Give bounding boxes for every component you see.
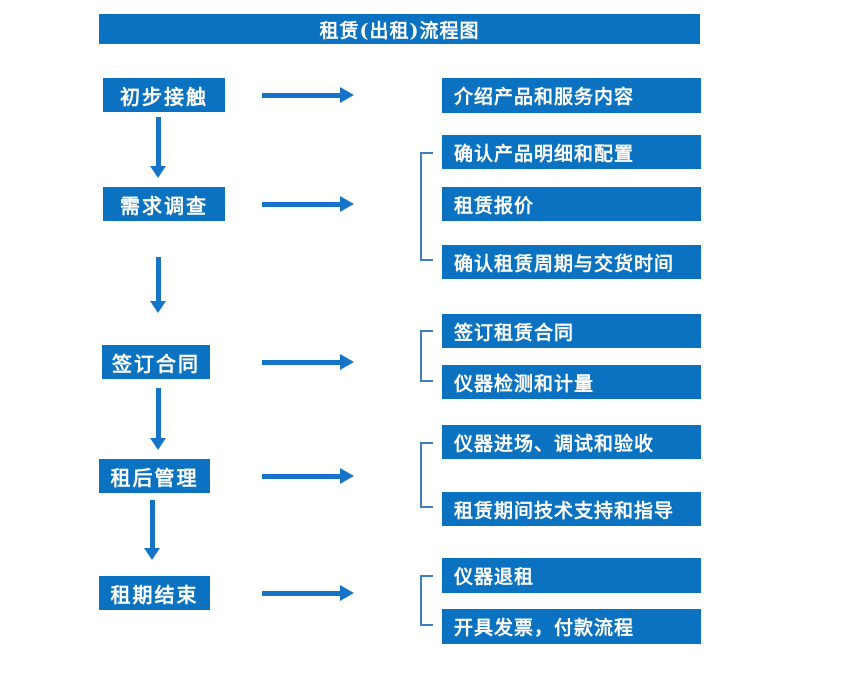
stage-box-post-rental-management: 租后管理 <box>99 459 210 493</box>
arrow-shaft <box>156 388 161 439</box>
right-arrow <box>262 87 354 103</box>
down-arrow <box>150 257 167 313</box>
right-arrow <box>262 196 354 212</box>
flowchart-title: 租赁(出租)流程图 <box>99 14 700 44</box>
right-arrow <box>262 468 354 484</box>
arrow-shaft <box>262 474 340 479</box>
detail-box: 确认租赁周期与交货时间 <box>442 245 701 279</box>
arrow-shaft <box>156 257 161 302</box>
bracket-connector <box>420 330 433 382</box>
detail-box: 签订租赁合同 <box>442 314 701 348</box>
detail-box: 仪器检测和计量 <box>442 365 701 399</box>
arrow-shaft <box>150 500 155 549</box>
stage-box-sign-contract: 签订合同 <box>102 345 210 379</box>
stage-box-demand-survey: 需求调查 <box>103 187 225 221</box>
arrow-shaft <box>156 117 161 167</box>
detail-box: 仪器进场、调试和验收 <box>442 425 701 459</box>
detail-box: 确认产品明细和配置 <box>442 135 701 169</box>
arrow-shaft <box>262 360 340 365</box>
down-arrow <box>150 388 167 450</box>
arrow-shaft <box>262 202 340 207</box>
right-arrow <box>262 354 354 370</box>
arrow-head <box>150 438 166 450</box>
bracket-connector <box>420 442 433 508</box>
right-arrow <box>262 585 354 601</box>
arrow-shaft <box>262 591 340 596</box>
arrow-head <box>340 468 354 484</box>
detail-box: 介绍产品和服务内容 <box>442 78 701 113</box>
stage-box-lease-end: 租期结束 <box>99 576 210 610</box>
bracket-connector <box>420 575 433 626</box>
detail-box: 仪器退租 <box>442 558 701 593</box>
arrow-head <box>340 87 354 103</box>
arrow-head <box>340 196 354 212</box>
arrow-head <box>150 301 166 313</box>
arrow-head <box>340 585 354 601</box>
stage-box-initial-contact: 初步接触 <box>103 78 225 112</box>
detail-box: 租赁报价 <box>442 187 701 221</box>
down-arrow <box>144 500 161 560</box>
bracket-connector <box>420 152 433 261</box>
detail-box: 开具发票，付款流程 <box>442 609 701 644</box>
detail-box: 租赁期间技术支持和指导 <box>442 492 701 526</box>
arrow-head <box>340 354 354 370</box>
arrow-head <box>144 548 160 560</box>
arrow-shaft <box>262 93 340 98</box>
down-arrow <box>150 117 167 178</box>
arrow-head <box>150 166 166 178</box>
